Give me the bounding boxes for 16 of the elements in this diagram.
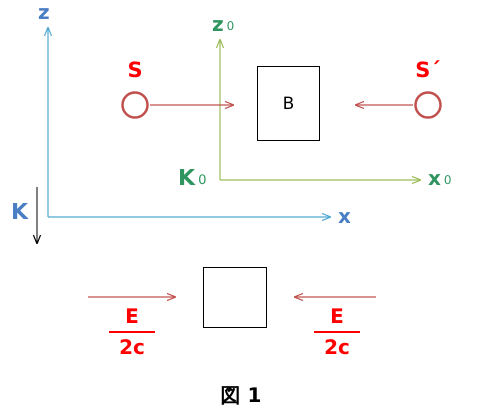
caption: 図 1 bbox=[220, 385, 262, 405]
axis-label: K bbox=[11, 202, 28, 224]
fraction-denominator: 2c bbox=[118, 337, 146, 357]
node-label: S´ bbox=[414, 60, 442, 81]
axis-label: x bbox=[338, 206, 351, 226]
fraction-denominator: 2c bbox=[323, 337, 351, 357]
box: B bbox=[257, 66, 320, 141]
arrow bbox=[294, 292, 376, 302]
arrow bbox=[354, 100, 413, 110]
fraction-numerator: E bbox=[124, 306, 140, 326]
box bbox=[203, 267, 267, 328]
arrow bbox=[88, 292, 176, 302]
arrow bbox=[150, 100, 234, 110]
node-label: S bbox=[126, 60, 144, 81]
axis-label: z bbox=[38, 2, 50, 22]
fraction-numerator: E bbox=[329, 306, 345, 326]
